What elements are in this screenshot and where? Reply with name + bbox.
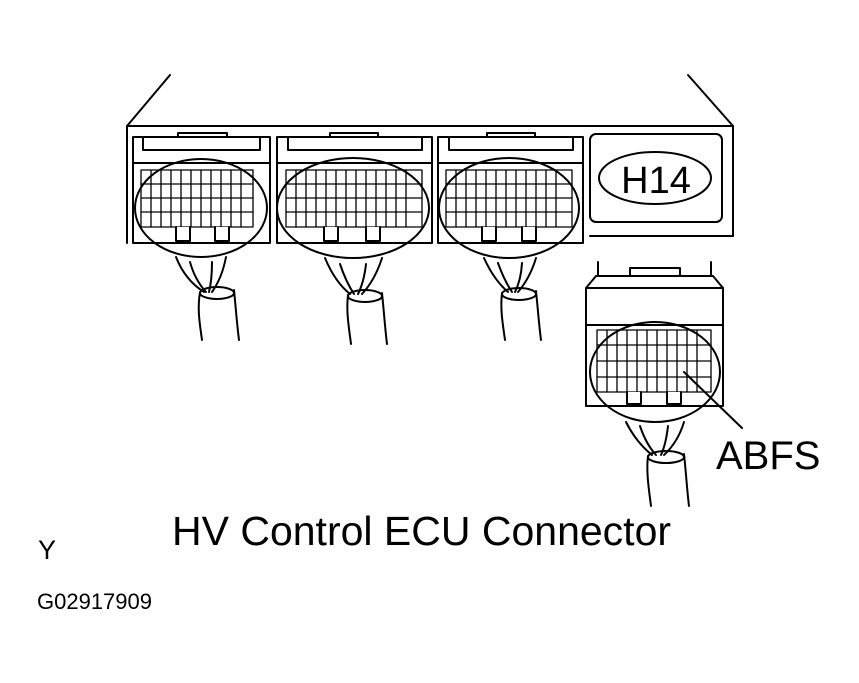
- diagram-caption: HV Control ECU Connector: [172, 508, 672, 554]
- abfs-pointer-line: [683, 371, 743, 429]
- ecu-housing: [126, 74, 734, 244]
- h14-connector: [585, 261, 743, 507]
- ecu-connector-3: [437, 132, 584, 341]
- ecu-connector-2: [276, 132, 433, 345]
- abfs-pin-label: ABFS: [716, 434, 821, 478]
- h14-badge: [589, 133, 723, 223]
- position-code: Y: [38, 535, 57, 565]
- ecu-connector-1: [132, 132, 271, 341]
- figure-id: G02917909: [37, 589, 152, 614]
- h14-label: H14: [621, 160, 691, 202]
